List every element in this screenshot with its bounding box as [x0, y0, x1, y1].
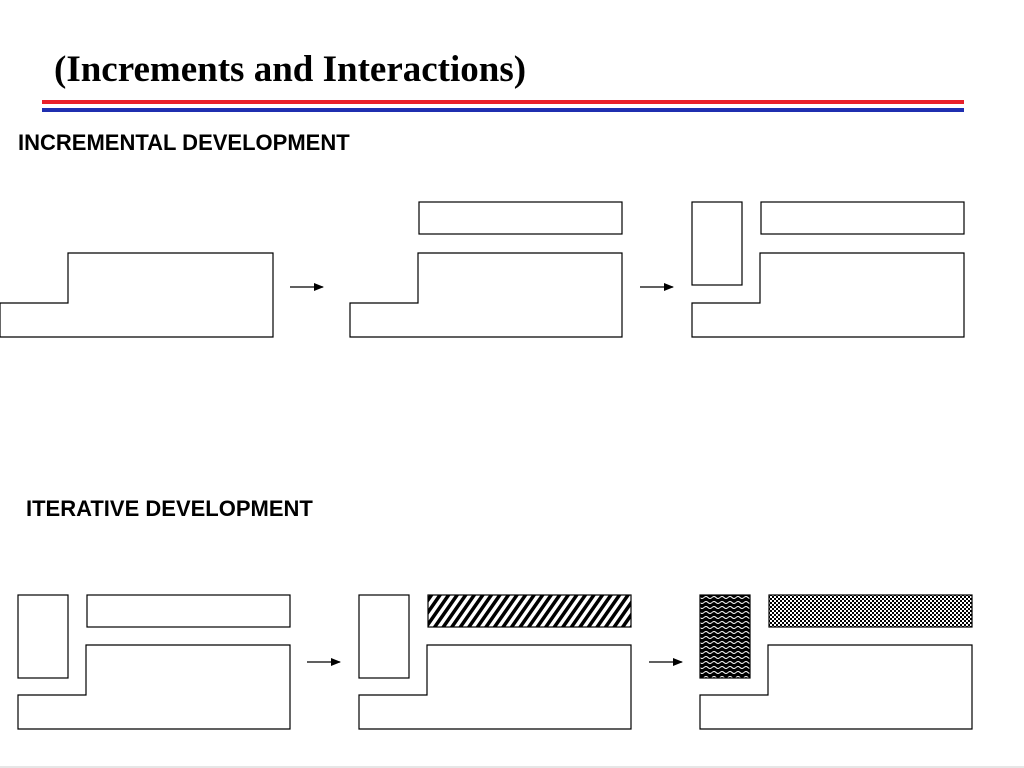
side-block — [691, 201, 743, 286]
iterative-stage-3 — [699, 594, 973, 730]
base-block — [349, 252, 623, 338]
side-block-wavy — [699, 594, 751, 679]
incremental-stage-1 — [0, 252, 274, 338]
top-bar-block-hatched — [427, 594, 632, 628]
top-bar-block — [760, 201, 965, 235]
side-block — [17, 594, 69, 679]
title-rule-blue — [42, 108, 964, 112]
base-block — [699, 644, 973, 730]
footer-divider — [0, 766, 1024, 768]
incremental-stage-2 — [349, 201, 623, 338]
base-block — [691, 252, 965, 338]
side-block — [358, 594, 410, 679]
title-rule-red — [42, 100, 964, 104]
incremental-stage-3 — [691, 201, 965, 338]
top-bar-block — [418, 201, 623, 235]
slide-title: (Increments and Interactions) — [54, 49, 527, 90]
iterative-stage-2 — [358, 594, 632, 730]
iterative-development-label: ITERATIVE DEVELOPMENT — [26, 496, 313, 521]
top-bar-block — [86, 594, 291, 628]
iterative-stage-1 — [17, 594, 291, 730]
base-block — [0, 252, 274, 338]
base-block — [17, 644, 291, 730]
base-block — [358, 644, 632, 730]
top-bar-block-checkered — [768, 594, 973, 628]
incremental-development-label: INCREMENTAL DEVELOPMENT — [18, 130, 350, 155]
